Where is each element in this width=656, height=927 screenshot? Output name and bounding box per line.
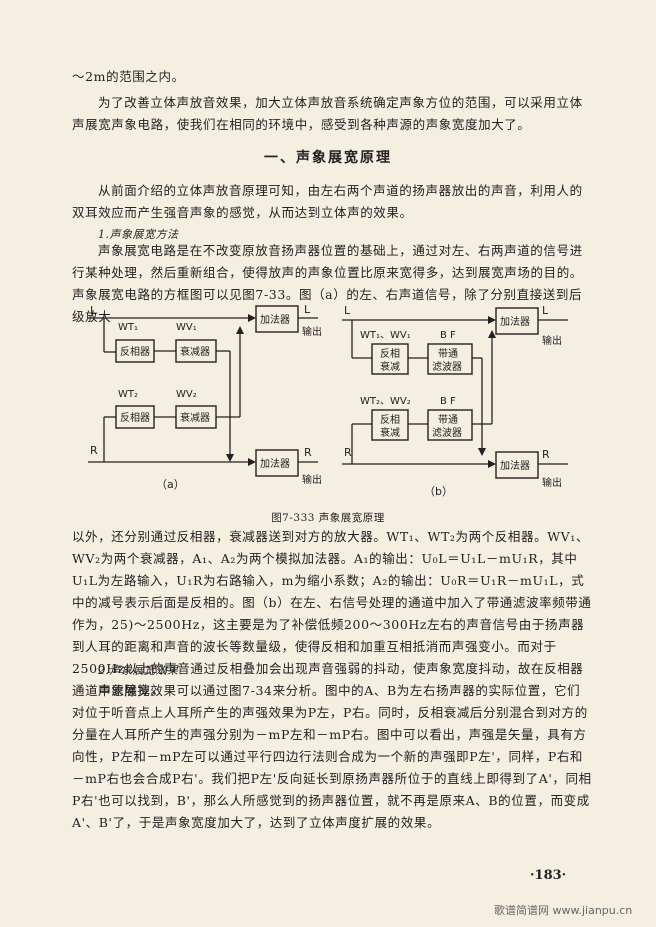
paragraph-effect: 声象展宽效果可以通过图7-34来分析。图中的A、B为左右扬声器的实际位置，它们对…	[72, 683, 592, 830]
diagram-a-adder-top	[255, 305, 299, 333]
diagram-b-output-top: 输出	[542, 334, 562, 347]
subheading-effect: 2.声象展宽效果	[98, 664, 179, 677]
paragraph-method: 声象展宽电路是在不改变原放音扬声器位置的基础上，通过对左、右两声道的信号进行某种…	[72, 243, 583, 324]
diagram-b-input-L: L	[344, 304, 351, 317]
diagram-a-output-top: 输出	[302, 325, 322, 338]
diagram-b-output-R: R	[542, 448, 550, 461]
diagram-b-bandpass-1	[427, 343, 473, 375]
figure-caption: 图7-333 声象展宽原理	[271, 512, 385, 524]
diagram-b-bandpass-2-b: 滤波器	[432, 426, 462, 439]
paragraph-range: ～2m的范围之内。	[72, 69, 185, 84]
diagram-a-input-L: L	[90, 304, 97, 317]
paragraph-principle: 从前面介绍的立体声放音原理可知，由左右两个声道的扬声器放出的声音，利用人的双耳效…	[72, 183, 583, 220]
diagram-b-input-R: R	[344, 446, 352, 459]
diagram-a-attenuator-2-label: 衰减器	[180, 411, 210, 424]
diagram-b-bf2: B F	[440, 396, 456, 407]
diagram-b-bandpass-1-b: 滤波器	[432, 360, 462, 373]
subheading-method: 1.声象展宽方法	[98, 228, 179, 241]
diagram-b-sub-label: （b）	[424, 485, 453, 498]
diagram-b-bf1: B F	[440, 330, 456, 341]
paragraph-explanation: 以外，还分别通过反相器，衰减器送到对方的放大器。WT₁、WT₂为两个反相器。WV…	[72, 529, 592, 698]
diagram-b-inv-att-2-a: 反相	[380, 413, 400, 426]
diagram-b-adder-top	[495, 307, 539, 335]
diagram-b-inv-att-1-b: 衰减	[380, 360, 400, 373]
diagram-a-inverter-1-label: 反相器	[120, 345, 150, 358]
diagram-b-bandpass-2-a: 带通	[438, 414, 458, 426]
diagram-b-bandpass-1-a: 带通	[438, 348, 458, 360]
diagram-a-adder-top-label: 加法器	[260, 313, 290, 326]
diagram-a-sub-label: （a）	[156, 478, 185, 491]
diagram-a-adder-bottom-label: 加法器	[260, 457, 290, 470]
diagram-b-inv-att-2	[371, 409, 409, 441]
page-number: ·183·	[530, 868, 567, 883]
diagram-a-output-bottom: 输出	[302, 473, 322, 486]
diagram-b-inv-att-1-a: 反相	[380, 347, 400, 360]
diagram-a-attenuator-1-label: 衰减器	[180, 345, 210, 358]
section-heading: 一、声象展宽原理	[264, 150, 392, 166]
diagram-b-adder-bottom-label: 加法器	[500, 459, 530, 472]
diagram-a-wv2: WV₂	[176, 389, 197, 400]
diagram-b-inv-att-2-b: 衰减	[380, 426, 400, 439]
diagram-a-output-L: L	[304, 303, 311, 316]
diagram-a-wv1: WV₁	[176, 322, 197, 333]
diagram-b-output-L: L	[542, 304, 549, 317]
diagram-a: L 加法器 L 输出 WT₁ WV₁ 反相器 衰减器 WT₂ WV₂ 反相器	[88, 303, 322, 491]
diagram-a-inverter-2-label: 反相器	[120, 411, 150, 424]
diagram-b-output-bottom: 输出	[542, 476, 562, 489]
diagram-a-adder-bottom	[255, 449, 299, 477]
diagram-b-wtwv1: WT₁、WV₁	[360, 330, 411, 341]
block-diagram-figure: L 加法器 L 输出 WT₁ WV₁ 反相器 衰减器 WT₂ WV₂ 反相器	[88, 303, 568, 498]
diagram-b: L 加法器 L 输出 WT₁、WV₁ B F 反相 衰减 带通 滤波器 WT₂、…	[342, 304, 568, 498]
diagram-b-adder-top-label: 加法器	[500, 315, 530, 328]
diagram-a-wt1: WT₁	[118, 322, 138, 333]
paragraph-intro: 为了改善立体声放音效果，加大立体声放音系统确定声象方位的范围，可以采用立体声展宽…	[72, 95, 583, 132]
diagram-b-adder-bottom	[495, 451, 539, 479]
diagram-b-bandpass-2	[427, 409, 473, 441]
diagram-a-wt2: WT₂	[118, 389, 138, 400]
diagram-a-output-R: R	[304, 446, 312, 459]
diagram-b-wtwv2: WT₂、WV₂	[360, 396, 411, 407]
diagram-b-inv-att-1	[371, 343, 409, 375]
diagram-a-input-R: R	[90, 444, 98, 457]
watermark: 歌谱简谱网 www.jianpu.cn	[494, 904, 633, 917]
